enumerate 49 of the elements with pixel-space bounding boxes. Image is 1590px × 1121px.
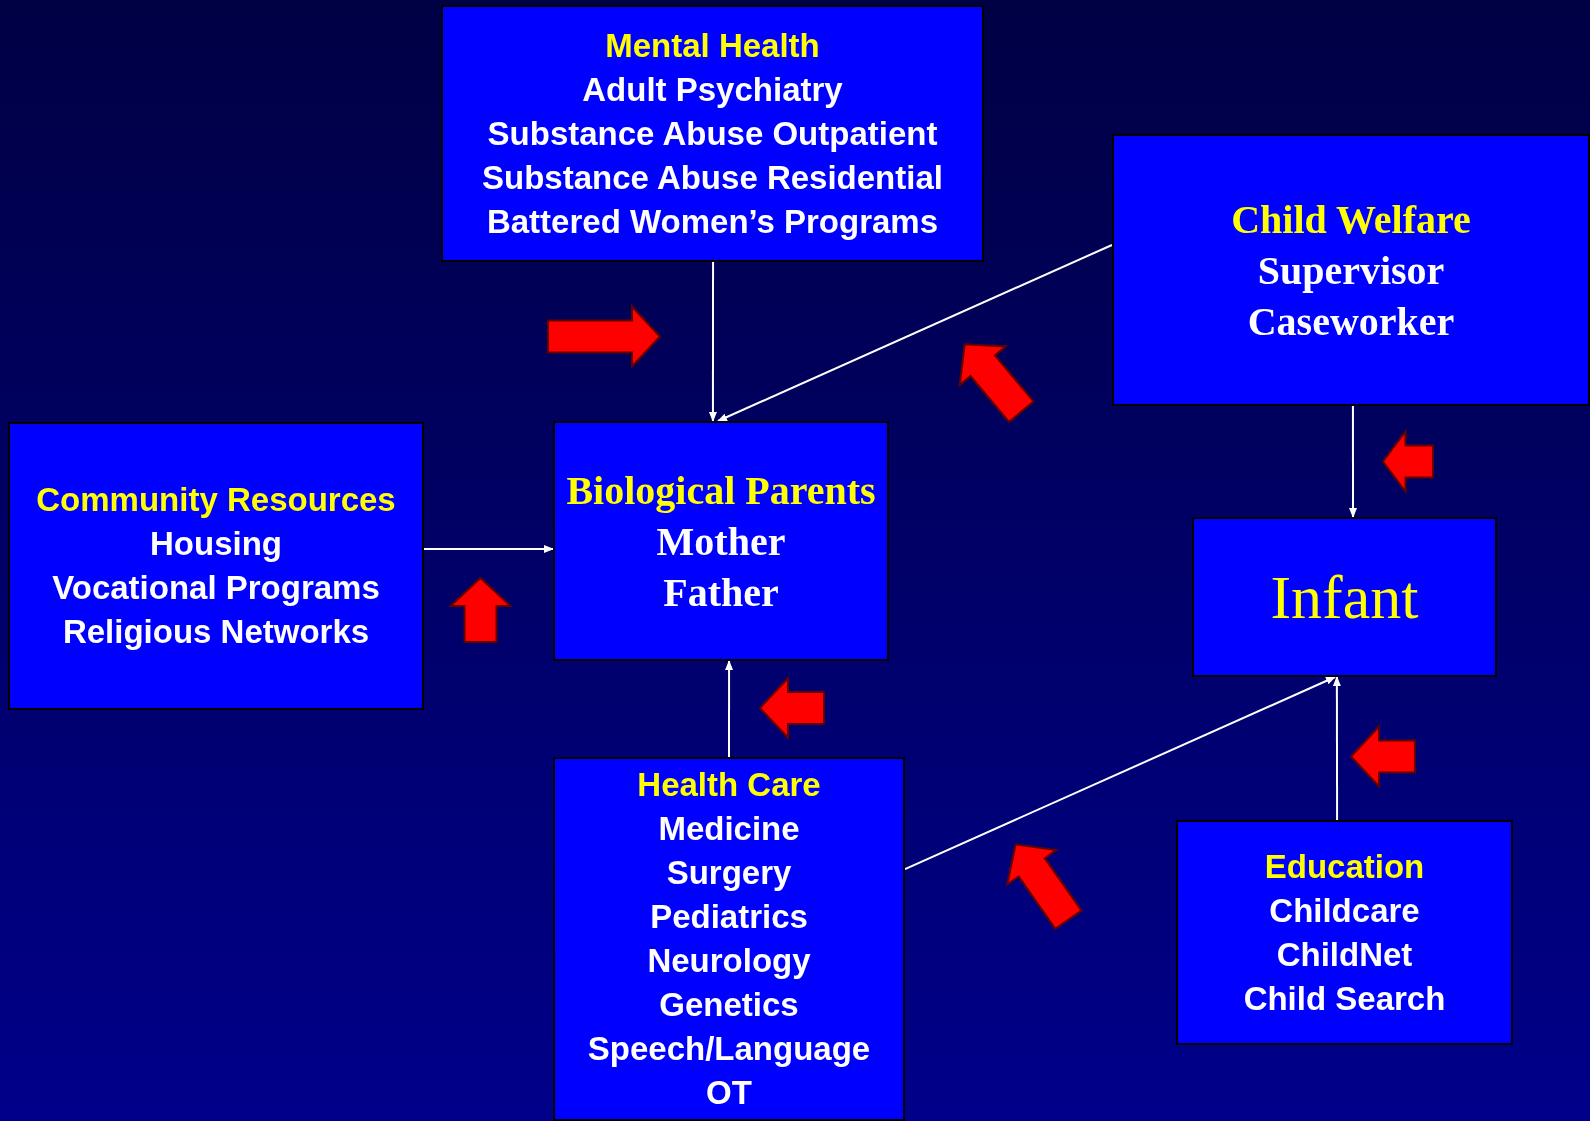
direction-arrow xyxy=(547,303,662,370)
list-item: Neurology xyxy=(647,941,811,981)
list-item: Mother xyxy=(656,517,786,566)
service-box xyxy=(553,757,905,1121)
list-item: Surgery xyxy=(666,853,792,893)
arrow xyxy=(1349,405,1358,518)
box-heading: Health Care xyxy=(637,765,821,805)
list-item: Childcare xyxy=(1269,890,1420,931)
list-item: Adult Psychiatry xyxy=(582,69,843,110)
arrow xyxy=(717,244,1113,422)
arrow xyxy=(904,676,1337,871)
list-item: Substance Abuse Residential xyxy=(482,157,943,198)
service-box xyxy=(1112,134,1590,406)
list-item: Vocational Programs xyxy=(52,568,380,608)
list-item: Medicine xyxy=(658,809,800,849)
direction-arrow xyxy=(758,675,826,741)
direction-arrow xyxy=(958,343,1035,424)
arrow xyxy=(725,660,734,758)
list-item: Genetics xyxy=(659,985,799,1025)
service-box xyxy=(441,5,984,262)
box-heading: Community Resources xyxy=(36,480,396,520)
service-box xyxy=(8,422,424,710)
list-item: Housing xyxy=(150,524,282,564)
list-item: Speech/Language xyxy=(587,1029,871,1069)
list-item: ChildNet xyxy=(1276,934,1413,975)
list-item: Supervisor xyxy=(1257,246,1445,295)
box-heading: Education xyxy=(1264,846,1425,887)
list-item: Caseworker xyxy=(1247,297,1455,346)
box-heading: Child Welfare xyxy=(1231,195,1471,244)
arrow xyxy=(1332,676,1341,821)
service-box xyxy=(1192,517,1497,677)
list-item: OT xyxy=(706,1073,752,1113)
service-box xyxy=(553,421,889,661)
list-item: Child Search xyxy=(1243,978,1446,1019)
list-item: Pediatrics xyxy=(650,897,808,937)
arrow xyxy=(708,261,717,422)
box-heading: Biological Parents xyxy=(566,466,876,515)
box-heading: Mental Health xyxy=(605,25,820,66)
list-item: Battered Women’s Programs xyxy=(486,201,939,242)
direction-arrow xyxy=(1349,723,1416,790)
list-item: Substance Abuse Outpatient xyxy=(487,113,938,154)
direction-arrow xyxy=(447,576,514,643)
list-item: Father xyxy=(663,568,779,617)
box-heading: Infant xyxy=(1270,562,1419,632)
service-box xyxy=(1176,820,1513,1045)
list-item: Religious Networks xyxy=(62,612,370,652)
arrow xyxy=(423,544,554,553)
direction-arrow xyxy=(1005,843,1083,931)
direction-arrow xyxy=(1381,428,1434,495)
